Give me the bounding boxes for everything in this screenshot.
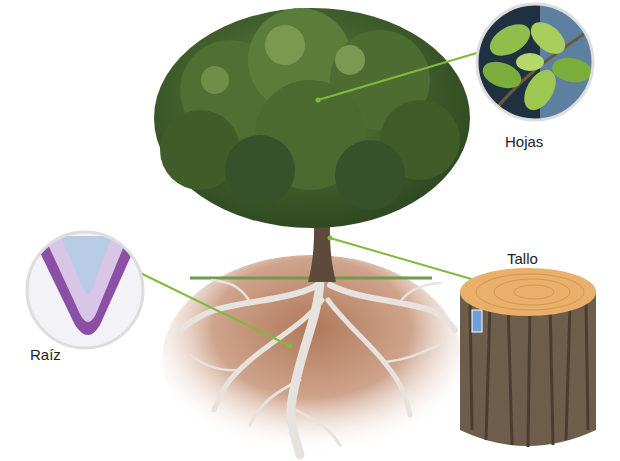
root [212, 280, 250, 302]
inset-bg [25, 230, 145, 350]
tree-crown [154, 8, 470, 228]
leader-dot [328, 236, 333, 241]
inset-bg [470, 0, 600, 130]
stump [460, 268, 596, 447]
tree-ring [494, 279, 570, 305]
roots [180, 280, 455, 455]
tree-ring [476, 274, 584, 310]
highlight [265, 25, 305, 65]
leaf [550, 55, 594, 86]
root [296, 410, 340, 445]
leader-dot [316, 98, 321, 103]
foliage [225, 135, 295, 205]
inset-bg [540, 0, 600, 130]
root-inset [25, 230, 145, 350]
leader-dot [288, 344, 293, 349]
leader-line [130, 268, 290, 346]
root-tip-core [60, 236, 112, 294]
leader-line [318, 52, 480, 100]
soil [162, 255, 462, 461]
root [385, 345, 440, 362]
inset-border [477, 4, 593, 120]
root-tip-outer [32, 236, 140, 335]
leader-line [330, 238, 492, 285]
root-tip-inner [44, 236, 128, 322]
root [328, 300, 410, 415]
leaf [516, 53, 544, 71]
highlight [335, 45, 365, 75]
root [190, 355, 240, 370]
tree-ring [514, 285, 554, 299]
inset-border [27, 232, 143, 348]
bark-texture [470, 300, 588, 447]
root [250, 380, 300, 425]
foliage [335, 140, 405, 210]
stump-top [460, 268, 596, 316]
part-label: Hojas [505, 133, 543, 151]
root [400, 283, 440, 302]
sample-block [472, 310, 482, 332]
highlight [201, 66, 229, 94]
part-label: Raíz [30, 346, 61, 364]
crown [154, 8, 470, 228]
leaves-inset [470, 0, 600, 130]
part-label: Tallo [507, 250, 538, 268]
